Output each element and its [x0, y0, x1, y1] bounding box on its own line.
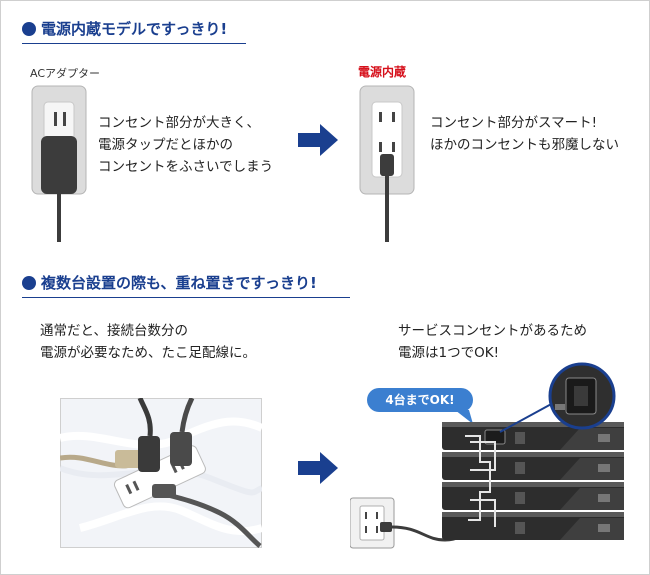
section2-right-text: サービスコンセントがあるため 電源は1つでOK!	[398, 323, 587, 361]
section1-heading: 電源内蔵モデルですっきり!	[22, 18, 246, 44]
ac-adapter-label: ACアダプター	[30, 67, 101, 80]
bullet-dot-icon	[22, 21, 36, 36]
built-in-power-outlet-illustration	[359, 85, 415, 242]
arrow-right-icon	[298, 124, 338, 156]
section1-heading-text: 電源内蔵モデルですっきり!	[41, 20, 228, 38]
section1-left-text: コンセント部分が大きく、 電源タップだとほかの コンセントをふさいでしまう	[98, 115, 274, 175]
built-in-power-label: 電源内蔵	[358, 65, 407, 79]
four-units-callout: 4台までOK!	[367, 388, 473, 412]
section1-right-text: コンセント部分がスマート! ほかのコンセントも邪魔しない	[430, 115, 619, 153]
power-strip-tangle-illustration	[60, 398, 262, 548]
section2-heading: 複数台設置の際も、重ね置きですっきり!	[22, 272, 350, 298]
bullet-dot-icon	[22, 275, 36, 290]
stacked-units-illustration	[350, 362, 624, 549]
section2-left-text: 通常だと、接続台数分の 電源が必要なため、たこ足配線に。	[40, 323, 256, 361]
ac-adapter-outlet-illustration	[31, 85, 87, 242]
section2-heading-text: 複数台設置の際も、重ね置きですっきり!	[41, 274, 317, 292]
arrow-right-icon-2	[298, 452, 338, 484]
callout-pointer	[455, 410, 473, 424]
